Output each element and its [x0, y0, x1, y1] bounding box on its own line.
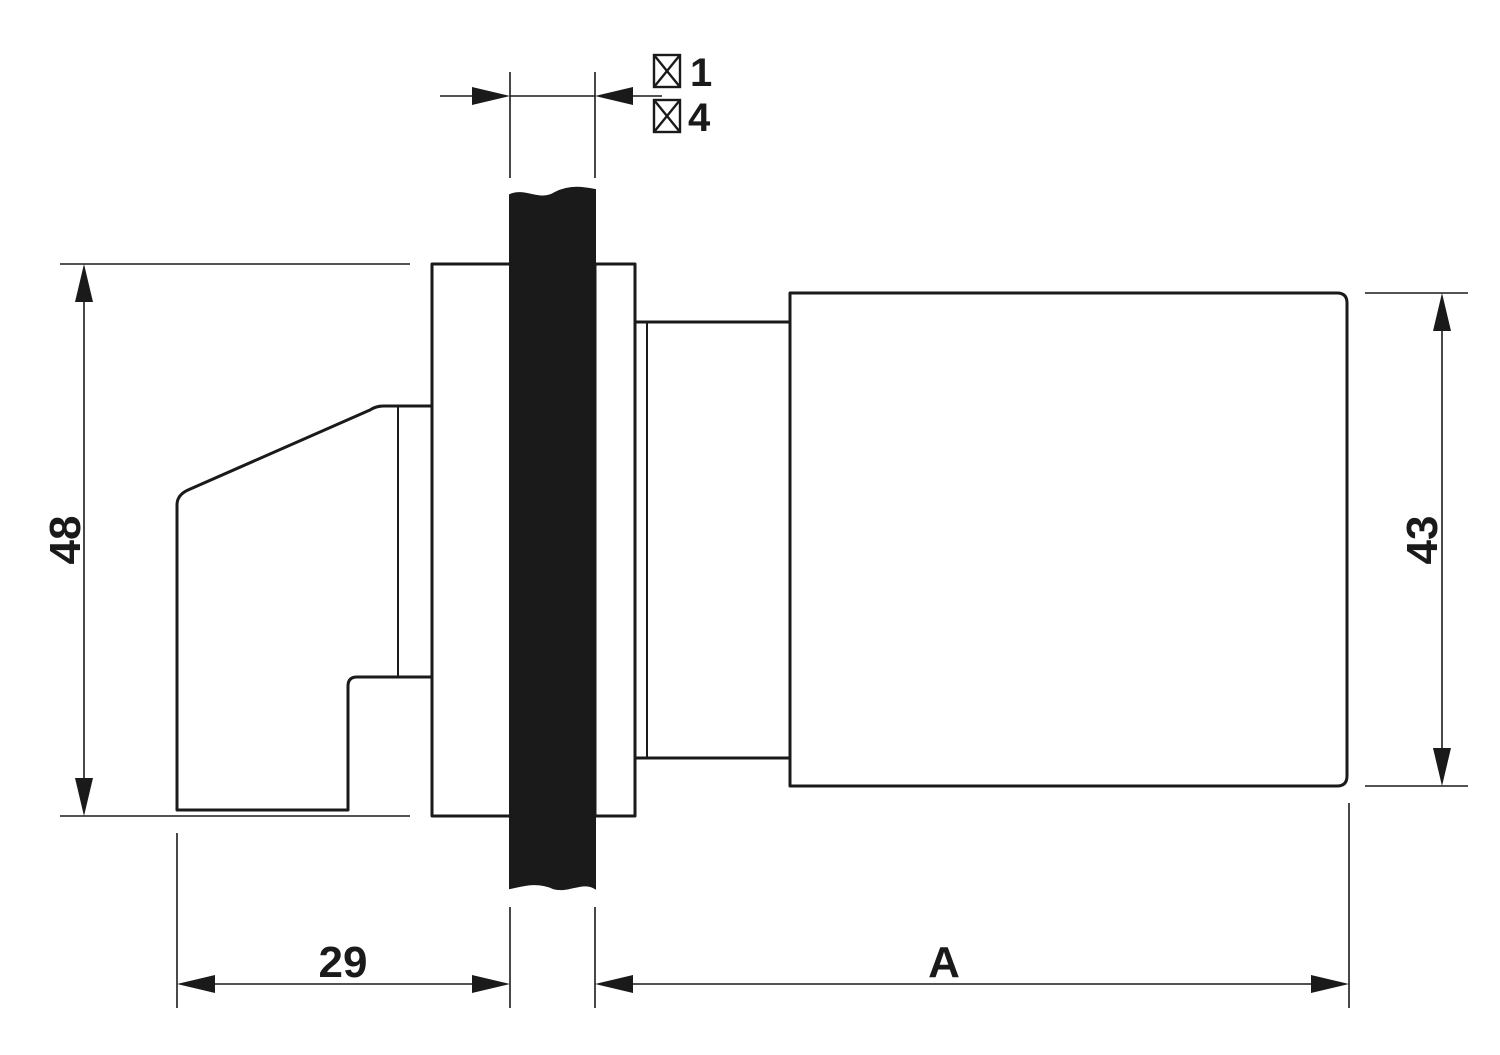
front-bezel-ring [593, 262, 637, 818]
thickness-max-label: 4 [688, 96, 711, 140]
dimension-48-label: 48 [41, 516, 90, 565]
dimension-a-label: A [928, 938, 960, 987]
dimension-29 [176, 833, 511, 1008]
dimension-a [594, 803, 1350, 1008]
mounting-panel [509, 186, 596, 891]
actuator-head [788, 291, 1349, 788]
dimension-48 [60, 263, 410, 817]
dimension-43-label: 43 [1398, 516, 1447, 565]
dimension-43 [1365, 292, 1468, 787]
thickness-min-label: 1 [690, 51, 712, 95]
panel-thickness-dimension [440, 72, 662, 178]
thickness-min-symbol-icon [652, 53, 682, 89]
dimension-29-label: 29 [319, 938, 368, 987]
thickness-max-symbol-icon [652, 98, 682, 134]
rear-terminal-block [175, 404, 434, 812]
rear-flange [430, 262, 514, 818]
front-neck [633, 320, 792, 760]
